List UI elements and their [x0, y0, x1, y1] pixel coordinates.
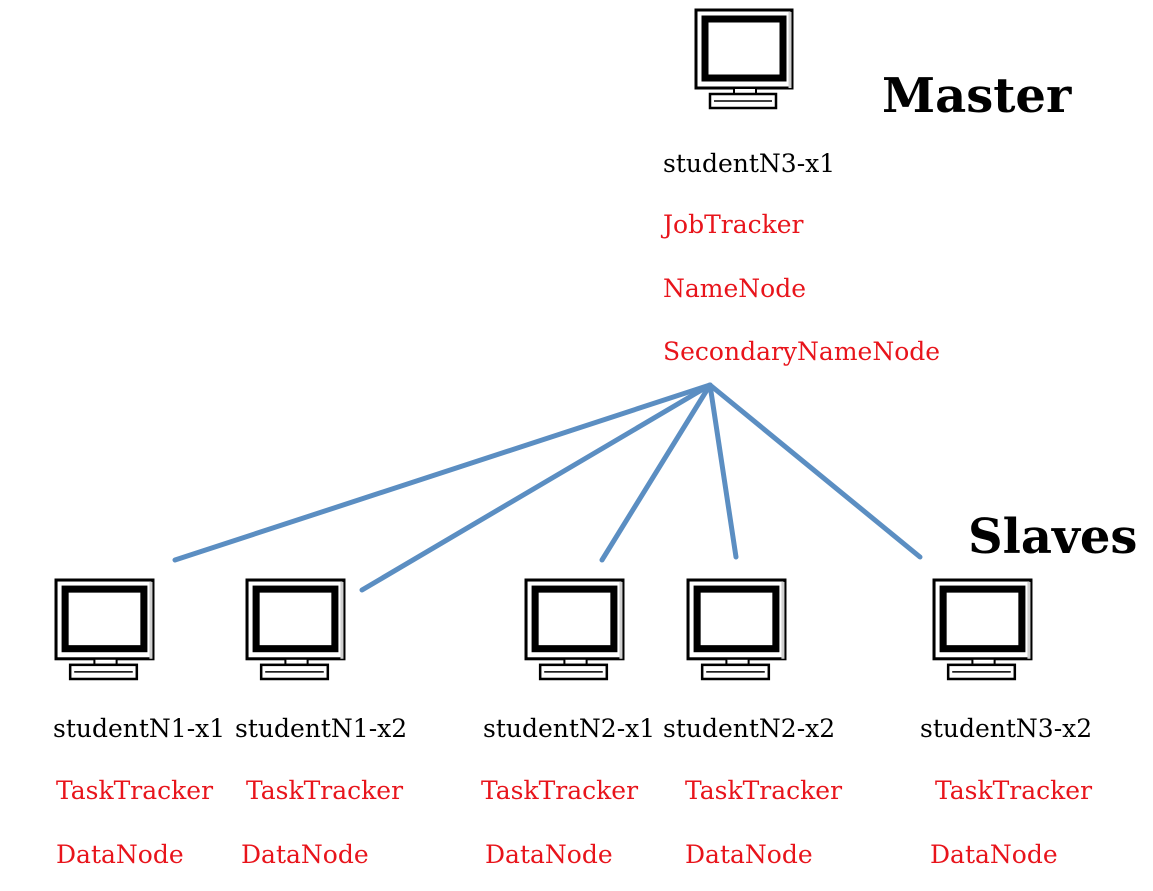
slave-3-service-datanode: DataNode [485, 840, 613, 869]
master-service-jobtracker: JobTracker [663, 210, 804, 239]
link-master-to-studentN1-x1 [172, 382, 713, 563]
slave-4-service-tasktracker: TaskTracker [685, 776, 843, 805]
link-master-to-studentN2-x1 [599, 382, 713, 563]
slave-3-service-tasktracker: TaskTracker [481, 776, 639, 805]
master-service-namenode: NameNode [663, 274, 807, 303]
slave-3-computer-monitor-icon [522, 578, 627, 686]
master-service-secondarynamenode: SecondaryNameNode [663, 337, 941, 366]
slave-5-service-datanode: DataNode [930, 840, 1058, 869]
slave-4-service-datanode: DataNode [685, 840, 813, 869]
slave-4-computer-monitor-icon [684, 578, 789, 686]
link-master-to-studentN3-x2 [707, 382, 923, 560]
master-computer-monitor-icon [694, 8, 794, 115]
link-master-to-studentN2-x2 [707, 382, 739, 560]
master-heading: Master [882, 68, 1072, 124]
slave-1-service-datanode: DataNode [56, 840, 184, 869]
slave-5-hostname: studentN3-x2 [920, 714, 1093, 743]
slave-2-hostname: studentN1-x2 [235, 714, 408, 743]
slave-5-service-tasktracker: TaskTracker [935, 776, 1093, 805]
master-hostname: studentN3-x1 [663, 149, 836, 178]
slave-2-computer-monitor-icon [243, 578, 348, 686]
slave-4-hostname: studentN2-x2 [663, 714, 836, 743]
slave-1-service-tasktracker: TaskTracker [56, 776, 214, 805]
slave-3-hostname: studentN2-x1 [483, 714, 656, 743]
slave-2-service-datanode: DataNode [241, 840, 369, 869]
slave-1-computer-monitor-icon [52, 578, 157, 686]
link-master-to-studentN1-x2 [359, 382, 713, 593]
slave-1-hostname: studentN1-x1 [53, 714, 226, 743]
slave-2-service-tasktracker: TaskTracker [246, 776, 404, 805]
slave-5-computer-monitor-icon [930, 578, 1035, 686]
slaves-heading: Slaves [968, 509, 1138, 565]
